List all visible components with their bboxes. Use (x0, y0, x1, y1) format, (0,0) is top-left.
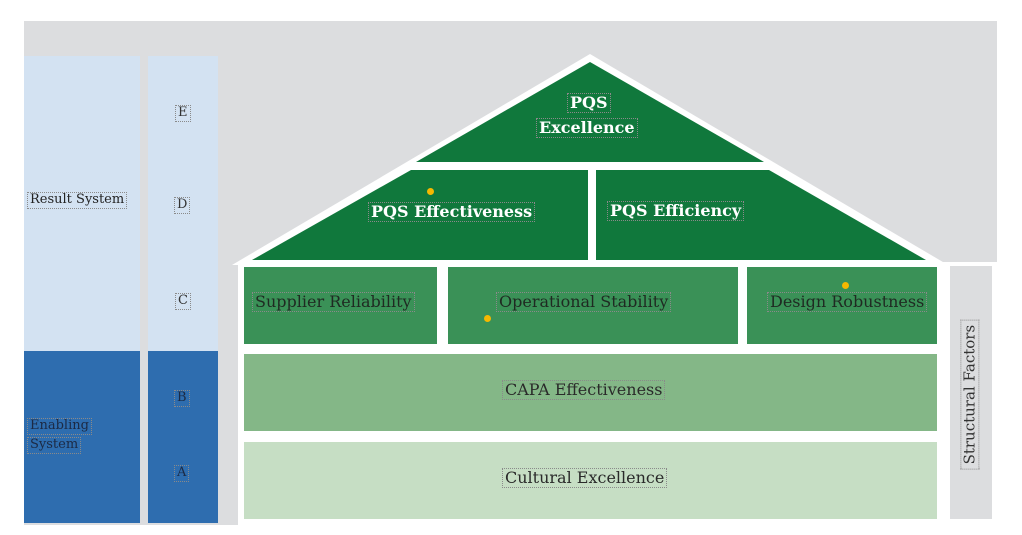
result-system-band (24, 56, 140, 351)
result-system-label: Result System (27, 192, 128, 209)
roof-top-label-line1: PQS (567, 93, 611, 114)
design-robustness-label: Design Robustness (767, 292, 928, 313)
pillar-design-robustness (747, 267, 937, 344)
marker-dot (484, 315, 491, 322)
marker-dot (842, 282, 849, 289)
level-e-label: E (175, 105, 191, 122)
pqs-efficiency-label: PQS Efficiency (607, 201, 745, 222)
enabling-system-label-line1: Enabling (27, 418, 92, 435)
house-roof (232, 54, 948, 265)
operational-stability-label: Operational Stability (496, 292, 672, 313)
roof-left-panel (252, 170, 588, 260)
roof-right-panel (596, 170, 926, 260)
capa-effectiveness-label: CAPA Effectiveness (502, 380, 666, 401)
cultural-excellence-label: Cultural Excellence (502, 468, 668, 489)
cultural-excellence-layer (244, 442, 937, 519)
pqs-effectiveness-label: PQS Effectiveness (368, 202, 536, 223)
structural-factors-label: Structural Factors (960, 319, 980, 470)
supplier-reliability-label: Supplier Reliability (252, 292, 415, 313)
level-c-label: C (175, 293, 191, 310)
roof-top-triangle (416, 62, 764, 162)
level-a-label: A (174, 465, 190, 482)
marker-dot (427, 188, 434, 195)
enabling-levels-band (148, 351, 218, 523)
roof-top-label-line2: Excellence (536, 118, 638, 139)
enabling-system-label-line2: System (27, 437, 82, 454)
level-b-label: B (174, 390, 190, 407)
pillar-supplier-reliability (244, 267, 437, 344)
capa-effectiveness-layer (244, 354, 937, 431)
level-d-label: D (174, 197, 191, 214)
structural-factors-bar (950, 266, 992, 519)
